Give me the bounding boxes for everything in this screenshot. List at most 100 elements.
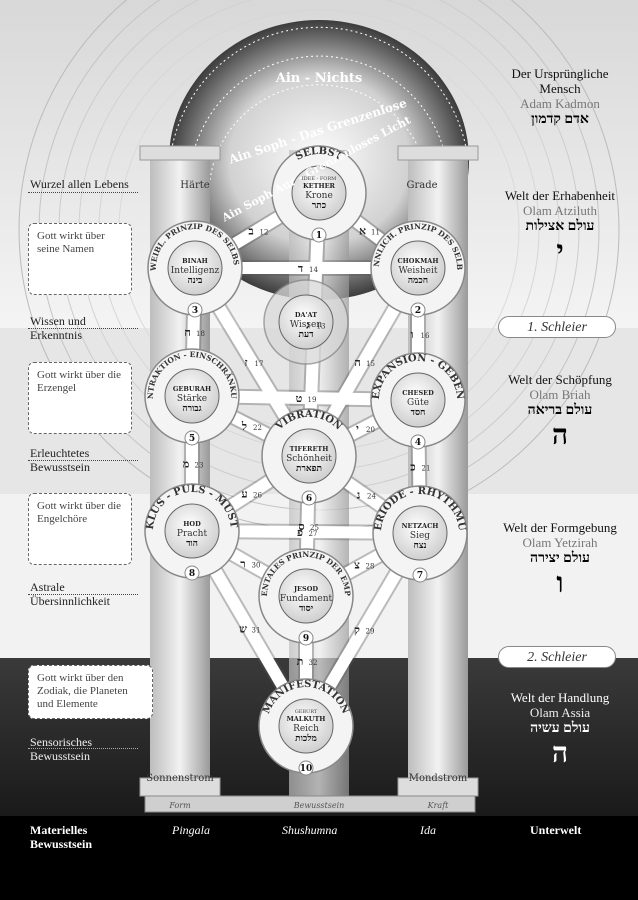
divider bbox=[28, 460, 138, 461]
sephirah-german: Intelligenz bbox=[171, 266, 220, 276]
divider bbox=[28, 328, 138, 329]
path-letter: ע bbox=[241, 488, 247, 501]
path-number: 25 bbox=[310, 524, 319, 532]
sephirah-german: Sieg bbox=[410, 531, 430, 541]
pillar-right-base-label: Kraft bbox=[427, 801, 450, 810]
path-letter: ו bbox=[411, 328, 414, 341]
path-number: 17 bbox=[255, 360, 264, 368]
sephirah-german: Güte bbox=[407, 398, 429, 408]
path-number: 22 bbox=[253, 424, 262, 432]
sephirah-number: 9 bbox=[303, 634, 309, 644]
bottom-materiell: Materielles Bewusstsein bbox=[30, 823, 93, 851]
pillar-left-bottom-label: Sonnenstrom bbox=[146, 773, 214, 784]
sephirah-hebrew: הוד bbox=[186, 539, 198, 549]
sephirah-name: DA'AT bbox=[295, 311, 317, 319]
sephirah-hebrew: חסד bbox=[411, 408, 426, 418]
left-label-sensorisches: Sensorisches Bewusstsein bbox=[30, 735, 92, 763]
sephirah-name: JESOD bbox=[293, 585, 318, 593]
path-number: 14 bbox=[309, 266, 318, 274]
sephirah-number: 7 bbox=[417, 571, 423, 581]
path-number: 28 bbox=[366, 563, 375, 571]
path-number: 31 bbox=[252, 627, 261, 635]
sephirah-german: Wissen bbox=[290, 320, 323, 330]
sephirah-german: Stärke bbox=[177, 394, 207, 404]
sephirah-hebrew: כתר bbox=[312, 201, 326, 211]
sephirah-inner-circle bbox=[164, 368, 220, 424]
path-letter: פ bbox=[297, 526, 303, 539]
sephirah-name: TIFERETH bbox=[290, 445, 329, 453]
path-letter: ס bbox=[298, 520, 304, 533]
sephirah-hebrew: יסוד bbox=[299, 604, 313, 614]
left-label-astrale: Astrale Übersinnlichkeit bbox=[30, 580, 110, 608]
sephirah-number-badge bbox=[184, 430, 200, 446]
path-number: 15 bbox=[366, 360, 375, 368]
bottom-shushumna: Shushumna bbox=[282, 823, 338, 837]
pillar-left-base-label: Form bbox=[168, 801, 191, 810]
world-atziluth: Welt der Erhabenheit Olam Atziluth עולם … bbox=[504, 188, 616, 267]
sephirah-inner-circle bbox=[291, 165, 347, 221]
sephirah-ring-text: SELBST bbox=[294, 146, 345, 163]
path-letter: ז bbox=[244, 356, 247, 369]
sephirah-hebrew: דעת bbox=[299, 330, 314, 340]
path-letter: ח bbox=[184, 326, 191, 339]
path-number: 16 bbox=[421, 332, 430, 340]
pillar-center-base-label: Bewusstsein bbox=[293, 801, 345, 810]
info-box-erzengel: Gott wirkt über die Erzengel bbox=[28, 362, 132, 434]
sephirah-name: BINAH bbox=[182, 257, 208, 265]
path-letter: א bbox=[359, 225, 366, 238]
sephirah-number: 5 bbox=[189, 434, 195, 444]
world-yetzirah: Welt der Formgebung Olam Yetzirah עולם י… bbox=[503, 520, 617, 599]
path-letter: ט bbox=[296, 392, 303, 405]
sephirah-number: 8 bbox=[189, 569, 195, 579]
path-number: 27 bbox=[309, 530, 318, 538]
sephirah-number-badge bbox=[187, 302, 203, 318]
info-box-namen: Gott wirkt über seine Namen bbox=[28, 223, 132, 295]
bottom-pingala: Pingala bbox=[172, 823, 210, 837]
path-number: 19 bbox=[308, 396, 317, 404]
sephirah-german: Krone bbox=[305, 191, 333, 201]
path-letter: ש bbox=[239, 623, 247, 636]
path-letter: ג bbox=[306, 319, 310, 332]
left-label-erleuchtetes: Erleuchtetes Bewusstsein bbox=[30, 446, 90, 474]
veil-2: 2. Schleier bbox=[498, 646, 616, 668]
sephirah-german: Fundament bbox=[280, 594, 333, 604]
path-number: 24 bbox=[367, 493, 376, 501]
sephirah-inner-circle bbox=[278, 568, 334, 624]
sephirah-german: Pracht bbox=[177, 529, 208, 539]
bottom-unterwelt: Unterwelt bbox=[530, 823, 582, 837]
path-number: 21 bbox=[422, 465, 431, 473]
path-letter: ל bbox=[241, 420, 247, 433]
sephirah-inner-circle bbox=[390, 240, 446, 296]
path-letter: ד bbox=[298, 262, 303, 275]
sephirah-inner-circle bbox=[392, 505, 448, 561]
sephirah-hebrew: גבורה bbox=[182, 404, 201, 414]
sephirah-german: Weisheit bbox=[399, 266, 438, 276]
path-letter: ה bbox=[354, 356, 360, 369]
sephirah-inner-circle bbox=[278, 294, 334, 350]
sephirah-number: 2 bbox=[415, 306, 421, 316]
sephirah-number-badge bbox=[184, 565, 200, 581]
path-number: 26 bbox=[253, 492, 262, 500]
path-letter: י bbox=[356, 422, 359, 435]
sephirah-hebrew: מלכות bbox=[295, 733, 317, 744]
sephirah-name: KETHER bbox=[303, 182, 336, 190]
sephirah-name: HOD bbox=[183, 520, 201, 528]
path-number: 20 bbox=[366, 426, 375, 434]
veil-1: 1. Schleier bbox=[498, 316, 616, 338]
path-letter: ר bbox=[240, 558, 245, 571]
sephirah-name: CHESED bbox=[402, 389, 434, 397]
sephirah-number: 3 bbox=[192, 306, 198, 316]
sephirah-inner-circle bbox=[278, 698, 334, 754]
sephirah-number-badge bbox=[410, 302, 426, 318]
world-assia: Welt der Handlung Olam Assia עולם עשיה ה bbox=[510, 690, 610, 769]
info-box-zodiak: Gott wirkt über den Zodiak, die Planeten… bbox=[28, 665, 153, 719]
pillar-right-bottom-label: Mondstrom bbox=[409, 773, 468, 784]
pillar-left-top-label: Härte bbox=[180, 180, 209, 191]
sephirah-hebrew: תפארת bbox=[296, 464, 322, 474]
world-briah: Welt der Schöpfung Olam Briah עולם בריאה… bbox=[508, 372, 612, 451]
world-adam-kadmon: Der Ursprüngliche Mensch Adam Kadmon אדם… bbox=[511, 66, 609, 127]
